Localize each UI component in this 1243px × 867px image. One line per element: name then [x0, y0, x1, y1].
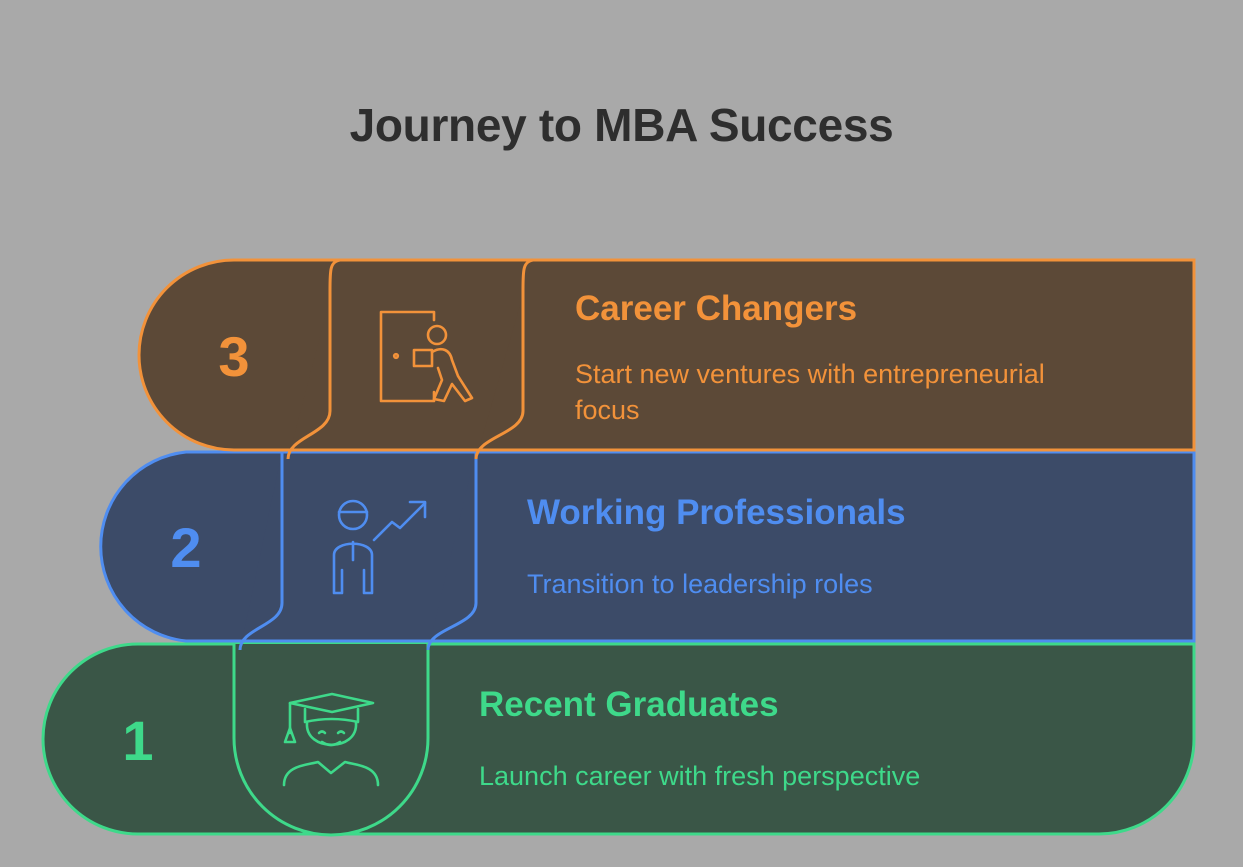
step-3-description-line-2: focus — [575, 395, 640, 425]
step-1-number: 1 — [122, 709, 153, 772]
step-2-heading: Working Professionals — [527, 493, 906, 532]
step-3-description-line-1: Start new ventures with entrepreneurial — [575, 359, 1045, 389]
professional-growth-arrow-icon — [332, 499, 427, 595]
step-1-icon-cell — [232, 644, 430, 837]
step-1-band: 1 Recent Graduates Launch career with fr… — [41, 617, 1196, 837]
step-2-number: 2 — [170, 516, 201, 579]
step-3-band: 3 Career Changers Start new ventures wit… — [137, 258, 1196, 460]
step-2-icon-cell — [238, 452, 284, 651]
step-1-shape — [41, 617, 1196, 836]
diagram-title: Journey to MBA Success — [349, 99, 894, 151]
step-1-description: Launch career with fresh perspective — [479, 761, 920, 791]
person-exiting-door-with-box-icon — [379, 310, 474, 403]
step-2-icon-cell-right — [426, 452, 478, 651]
step-3-shape — [137, 258, 1196, 452]
step-2-description: Transition to leadership roles — [527, 569, 873, 599]
graduate-with-cap-icon — [282, 692, 380, 787]
step-3-number: 3 — [218, 325, 249, 388]
step-3-icon-cell-right — [474, 258, 534, 460]
step-3-icon-cell — [286, 258, 341, 460]
step-1-heading: Recent Graduates — [479, 685, 779, 724]
step-3-heading: Career Changers — [575, 289, 857, 328]
step-2-band: 2 Working Professionals Transition to le… — [99, 426, 1196, 651]
